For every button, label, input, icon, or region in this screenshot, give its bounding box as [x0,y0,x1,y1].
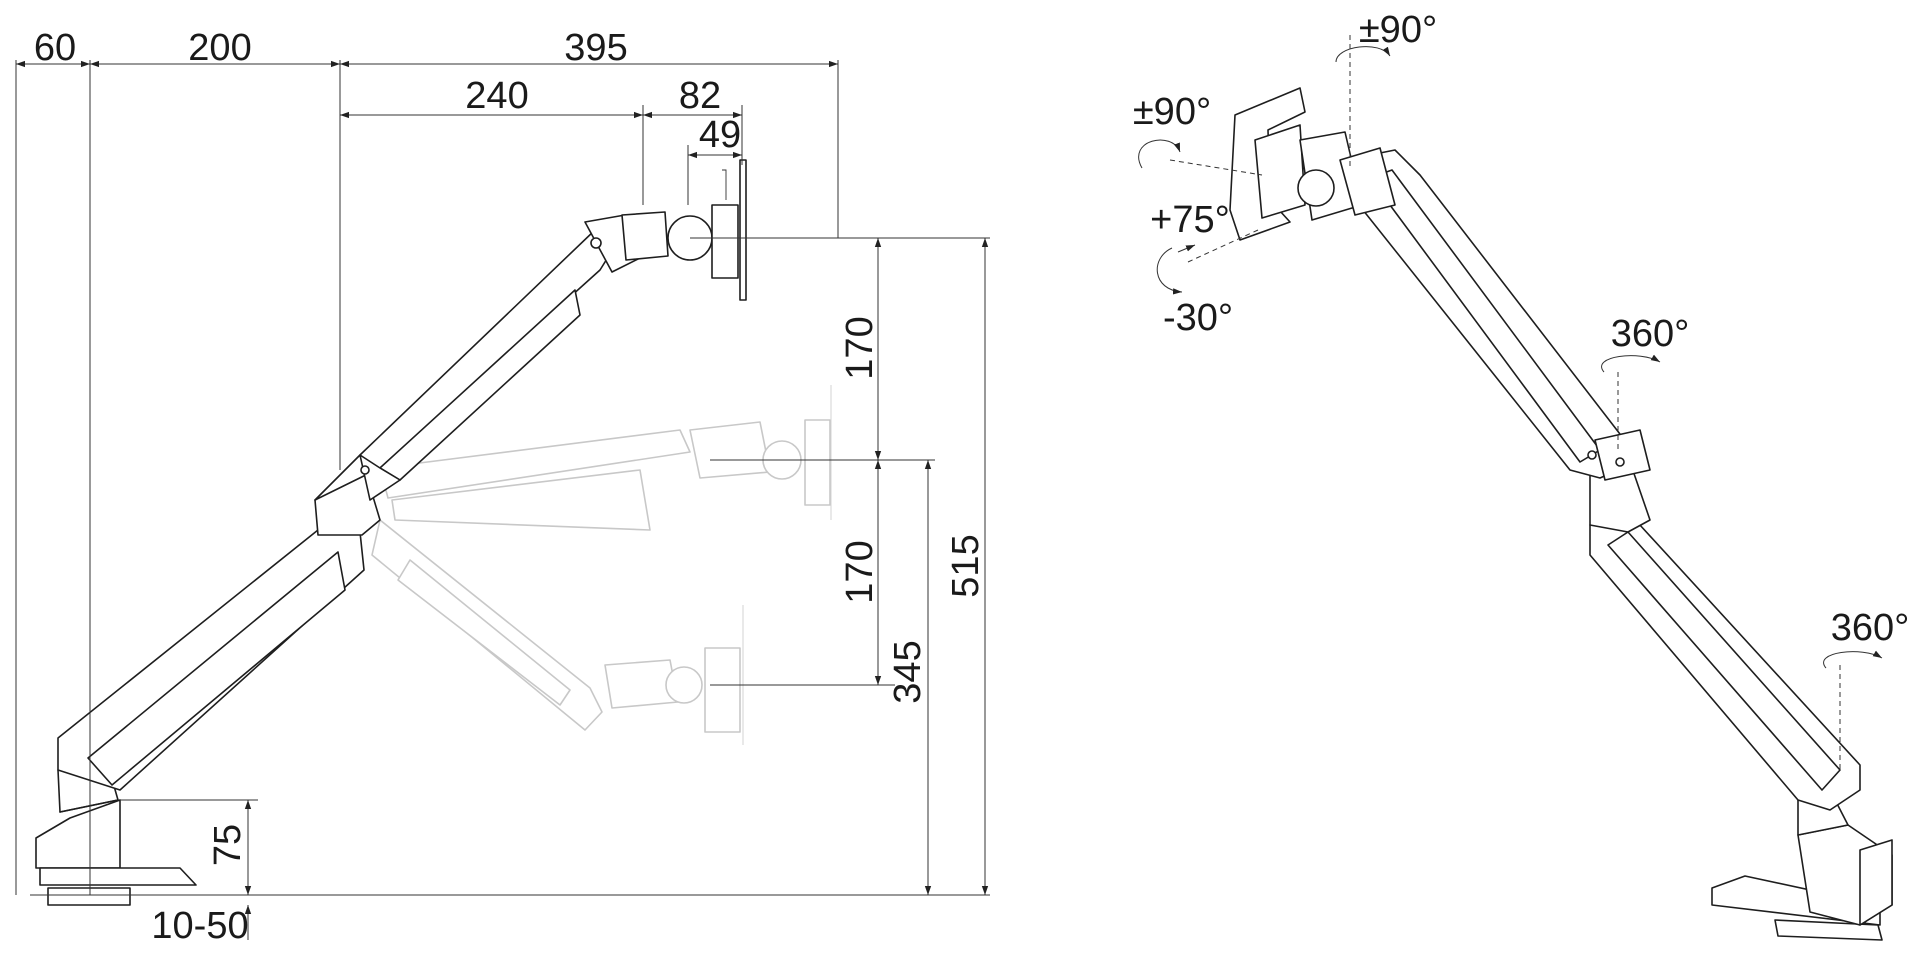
dim-515: 515 [945,534,987,597]
perspective-head [1229,87,1396,241]
axis-side-rotate [1169,159,1263,176]
dim-82: 82 [679,75,721,117]
lower-arm [57,469,381,791]
dim-60: 60 [34,27,76,69]
perspective-view: ±90° ±90° +75° -30° 360° 360° [1133,9,1910,941]
dimension-lines [15,60,990,940]
ghost-arm-middle-position [379,385,832,531]
perspective-upper-arm [1344,149,1651,481]
label-elbow-swivel: 360° [1611,313,1690,355]
rotate-arrow-elbow [1601,354,1661,373]
label-base-swivel: 360° [1831,607,1910,649]
monitor-head [621,159,747,301]
axis-tilt [1187,229,1259,263]
dim-395: 395 [564,27,627,69]
dim-240: 240 [465,75,528,117]
dim-170-lower: 170 [839,540,881,603]
side-view: 60 200 395 240 82 49 170 170 345 515 75 … [15,27,990,947]
rotate-arrow-side [1138,139,1181,169]
rotate-arrow-base [1823,650,1883,669]
dim-75: 75 [207,824,249,866]
label-side-rotate: ±90° [1133,91,1211,133]
rotate-arrow-top [1335,46,1391,63]
dim-345: 345 [887,640,929,703]
dim-200: 200 [188,27,251,69]
tilt-arrow-head [1177,244,1196,253]
tilt-arrow [1156,247,1183,295]
label-tilt-down: -30° [1163,297,1233,339]
dim-170-upper: 170 [839,316,881,379]
label-top-swivel: ±90° [1359,9,1437,51]
label-tilt-up: +75° [1150,199,1230,241]
desk-clamp [35,769,197,906]
ghost-arm-lower-position [371,519,744,745]
dim-10-50: 10-50 [151,905,248,947]
perspective-clamp [1711,779,1893,941]
upper-arm [314,214,641,501]
dim-49: 49 [699,114,741,156]
perspective-lower-arm [1589,461,1861,811]
